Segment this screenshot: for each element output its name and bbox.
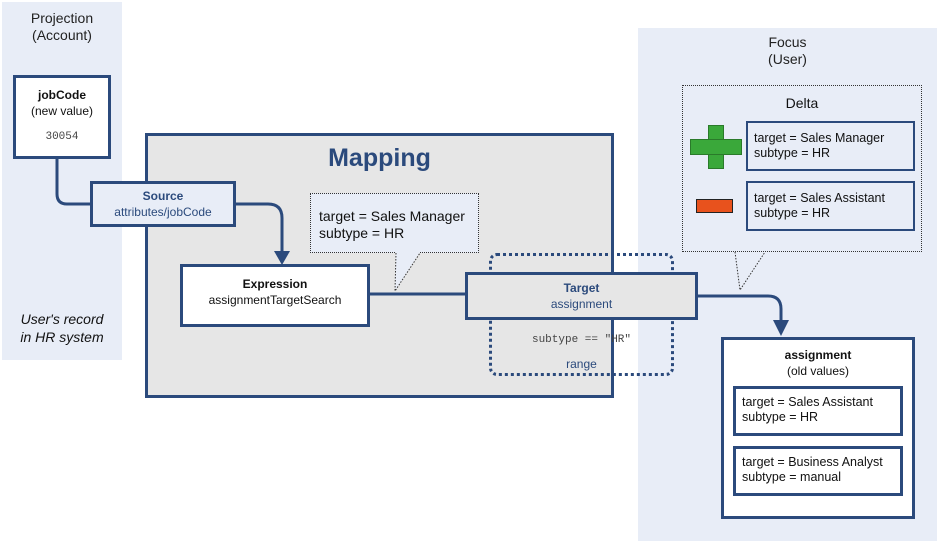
assignment-item-text: target = Sales Assistant subtype = HR <box>742 395 873 424</box>
assignment-item: target = Business Analyst subtype = manu… <box>733 446 903 496</box>
range-label: range <box>566 357 597 371</box>
projection-caption: User's record in HR system <box>20 311 104 345</box>
delta-remove-text: target = Sales Assistant subtype = HR <box>754 191 885 220</box>
assignment-title: assignment <box>784 348 852 362</box>
jobcode-value: 30054 <box>45 131 79 143</box>
assignment-subtitle: (old values) <box>786 364 850 378</box>
mapping-title: Mapping <box>328 144 431 172</box>
expression-name: assignmentTargetSearch <box>208 293 342 307</box>
assignment-arrow-head <box>773 320 789 336</box>
target-to-assignment-line <box>697 294 783 322</box>
jobcode-title: jobCode <box>38 88 86 102</box>
delta-remove-item: target = Sales Assistant subtype = HR <box>746 181 915 231</box>
minus-icon <box>696 199 733 213</box>
expression-arrow-head <box>274 251 290 265</box>
source-path: attributes/jobCode <box>114 205 212 219</box>
delta-add-text: target = Sales Manager subtype = HR <box>754 131 885 160</box>
source-box: Source attributes/jobCode <box>90 181 236 227</box>
jobcode-subtitle: (new value) <box>30 104 94 118</box>
plus-icon <box>690 125 742 169</box>
expression-title: Expression <box>242 277 308 291</box>
expression-box: Expression assignmentTargetSearch <box>180 264 370 327</box>
expression-result-text: target = Sales Manager subtype = HR <box>319 208 465 241</box>
projection-title: Projection (Account) <box>30 10 94 43</box>
source-title: Source <box>142 189 184 203</box>
assignment-item-text: target = Business Analyst subtype = manu… <box>742 455 883 484</box>
source-to-expression-line <box>235 202 284 252</box>
expression-result-callout: target = Sales Manager subtype = HR <box>310 193 479 253</box>
assignment-item: target = Sales Assistant subtype = HR <box>733 386 903 436</box>
assignment-box: assignment (old values) target = Sales A… <box>721 337 915 519</box>
delta-callout: Delta target = Sales Manager subtype = H… <box>682 85 922 252</box>
focus-title: Focus (User) <box>768 34 807 67</box>
delta-title: Delta <box>785 95 819 111</box>
target-title: Target <box>563 281 600 295</box>
delta-add-item: target = Sales Manager subtype = HR <box>746 121 915 171</box>
target-name: assignment <box>550 297 613 311</box>
target-box: Target assignment <box>465 272 698 320</box>
jobcode-to-source-line <box>55 158 92 206</box>
range-condition: subtype == "HR" <box>531 334 632 346</box>
jobcode-box: jobCode (new value) 30054 <box>13 75 111 159</box>
